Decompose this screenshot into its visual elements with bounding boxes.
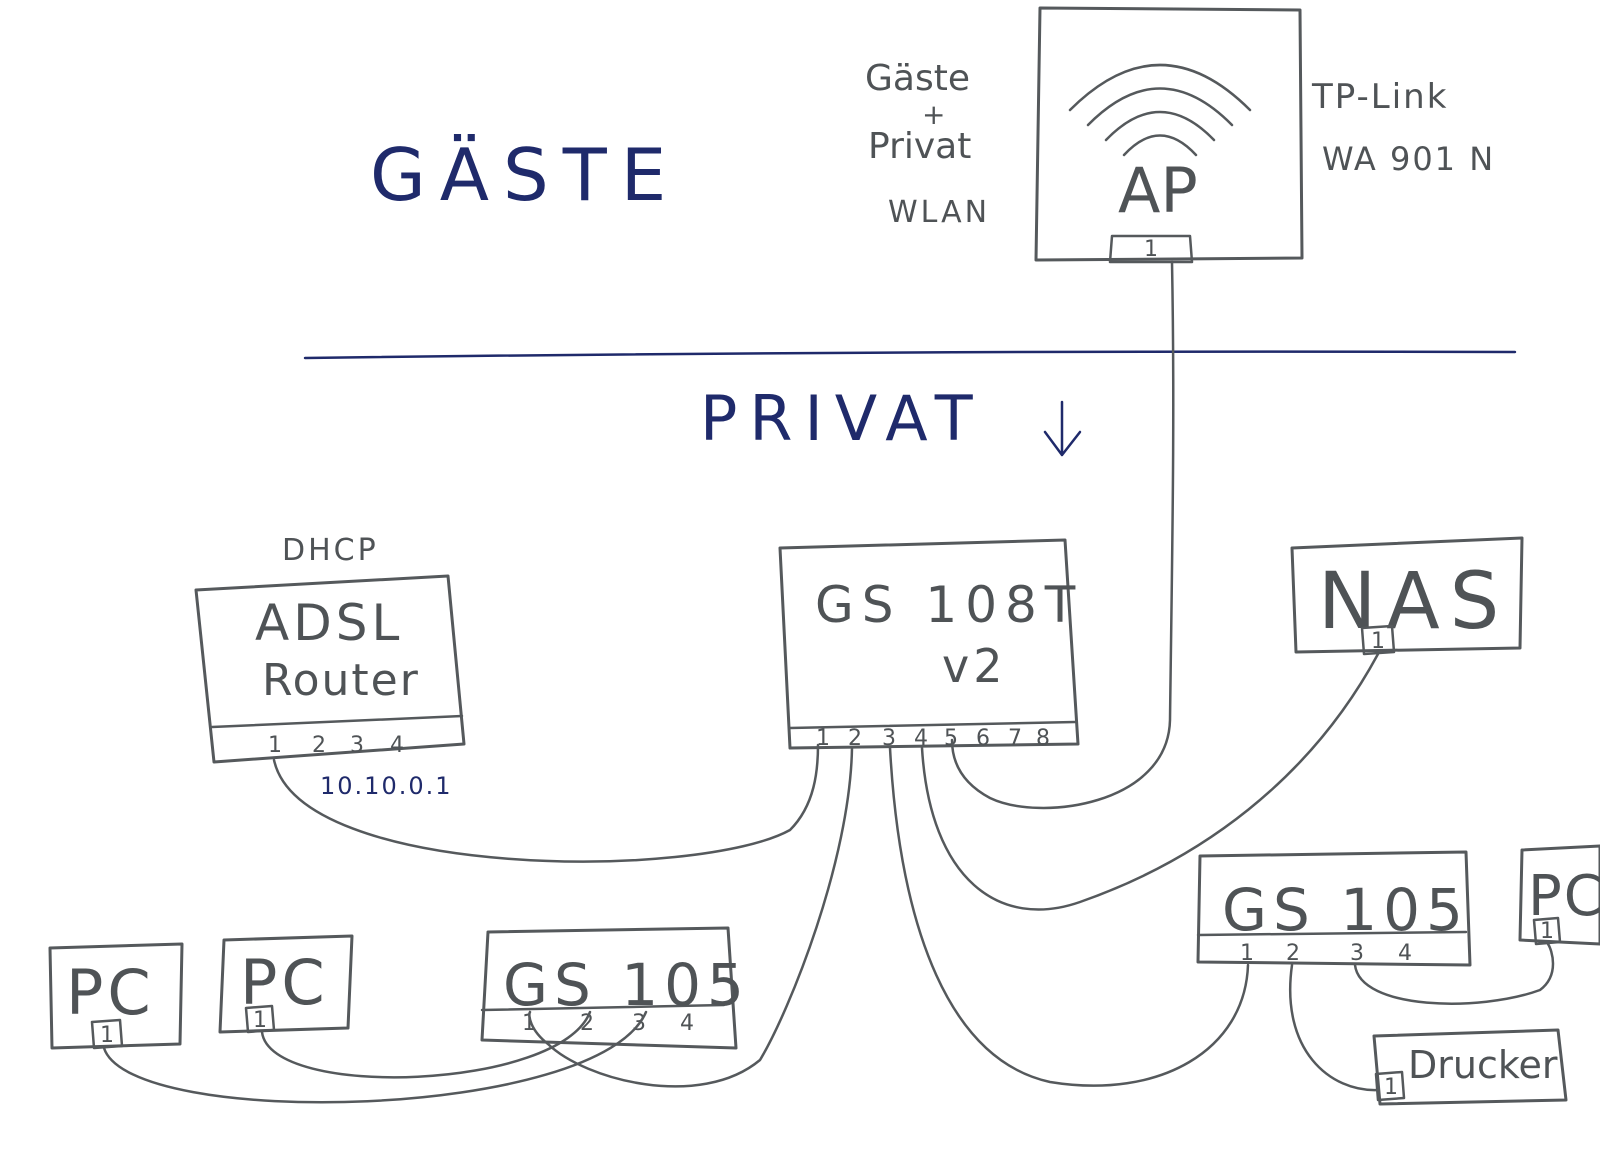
cable-ap-core5	[950, 260, 1175, 810]
left-switch-port-2: 2	[580, 1011, 594, 1036]
router-service-label: DHCP	[282, 533, 379, 568]
printer-label: Drucker	[1408, 1043, 1558, 1087]
pc-middle-port-label: 1	[253, 1008, 267, 1033]
nas-port-box	[1360, 624, 1396, 656]
right-switch-port-3: 3	[1350, 941, 1364, 966]
core-switch-line2: v2	[942, 639, 1007, 693]
left-switch-port-1: 1	[522, 1011, 536, 1036]
pc-middle-port-box	[244, 1004, 276, 1034]
right-switch: GS 105 1 2 3 4	[1196, 850, 1472, 967]
router-line2: Router	[262, 655, 420, 706]
cable-router-core1	[272, 743, 820, 863]
nas-label: NAS	[1318, 557, 1509, 647]
core-port-5: 5	[944, 726, 958, 751]
cable-core3-rightswitch	[888, 746, 1250, 1087]
left-switch-label: GS 105	[503, 951, 750, 1019]
right-switch-port-2: 2	[1286, 941, 1300, 966]
core-port-6: 6	[976, 726, 990, 751]
router-port-2: 2	[312, 733, 326, 758]
ap-label: AP	[1118, 154, 1198, 227]
pc-right-label: PC	[1528, 864, 1600, 929]
wifi-icon	[1068, 63, 1252, 157]
pc-left: PC 1	[48, 942, 184, 1050]
ap-model-line1: TP-Link	[1311, 77, 1448, 117]
core-port-3: 3	[882, 726, 896, 751]
core-port-7: 7	[1008, 726, 1022, 751]
printer: Drucker 1	[1372, 1028, 1568, 1106]
pc-middle: PC 1	[218, 934, 354, 1034]
left-switch: GS 105 1 2 3 4	[480, 926, 750, 1050]
core-port-2: 2	[848, 726, 862, 751]
cable-rightswitch2-printer	[1289, 963, 1380, 1092]
adsl-router: DHCP ADSL Router 1 2 3 4	[194, 533, 466, 764]
nas: NAS 1	[1290, 536, 1524, 656]
ap-model-line2: WA 901 N	[1322, 140, 1495, 178]
core-switch-line1: GS 108T	[815, 576, 1083, 634]
cable-rightswitch3-pcright	[1353, 942, 1555, 1005]
router-port-1: 1	[268, 733, 282, 758]
cable-pcleft-leftswitch3	[102, 1010, 648, 1104]
right-switch-label: GS 105	[1222, 876, 1469, 944]
router-ip-label: 10.10.0.1	[320, 772, 453, 800]
ap-note-line4: WLAN	[888, 195, 990, 230]
core-port-8: 8	[1036, 726, 1050, 751]
zone-divider	[303, 350, 1517, 360]
core-port-1: 1	[816, 726, 830, 751]
core-port-4: 4	[914, 726, 928, 751]
core-switch: GS 108T v2 1 2 3 4 5 6 7 8	[778, 538, 1083, 751]
cable-core4-nas	[920, 652, 1380, 911]
router-port-3: 3	[350, 733, 364, 758]
down-arrow-icon	[1043, 400, 1082, 457]
pc-right-port-box	[1532, 916, 1562, 946]
pc-right: PC 1	[1518, 844, 1600, 946]
printer-port-label: 1	[1384, 1075, 1398, 1100]
pc-left-label: PC	[66, 956, 155, 1029]
ap-note-line3: Privat	[868, 126, 971, 167]
left-switch-port-4: 4	[680, 1011, 694, 1036]
ap-port-label: 1	[1144, 237, 1158, 262]
router-line1: ADSL	[255, 594, 403, 652]
private-zone-label: PRIVAT	[700, 382, 985, 455]
access-point: AP 1	[1034, 6, 1304, 264]
pc-left-port-box	[90, 1018, 124, 1050]
cable-core2-leftswitch	[528, 746, 854, 1088]
right-switch-port-4: 4	[1398, 941, 1412, 966]
printer-port-box	[1374, 1070, 1406, 1102]
ap-note-line1: Gäste	[865, 58, 970, 99]
router-port-4: 4	[390, 733, 404, 758]
guest-zone-label: GÄSTE	[370, 133, 680, 217]
pc-left-port-label: 1	[100, 1023, 114, 1048]
nas-port-label: 1	[1371, 629, 1385, 654]
ap-port-box	[1108, 234, 1194, 264]
cables	[102, 260, 1555, 1104]
pc-right-port-label: 1	[1540, 919, 1554, 944]
ap-note-line2: +	[922, 98, 945, 131]
right-switch-port-1: 1	[1240, 941, 1254, 966]
cable-pcmiddle-leftswitch2	[260, 1010, 592, 1079]
